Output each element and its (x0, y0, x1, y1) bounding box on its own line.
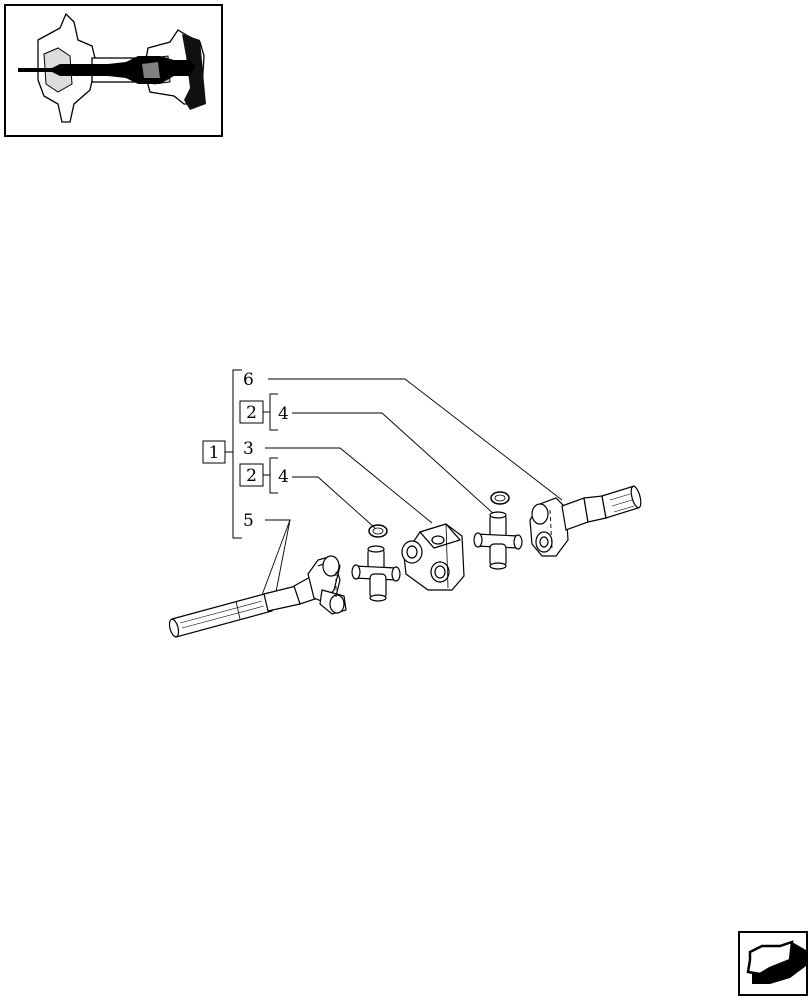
label-4-upper: 4 (278, 404, 289, 424)
inner-shaft (168, 575, 319, 638)
label-4-lower: 4 (278, 467, 289, 487)
label-5: 5 (243, 511, 254, 531)
inner-yoke (307, 555, 347, 615)
callout-brackets (225, 369, 278, 539)
exploded-shaft-assembly (168, 485, 642, 638)
label-2-upper: 2 (246, 403, 257, 423)
axle-assembly-thumbnail-icon[interactable] (4, 4, 223, 137)
leader-lines (261, 378, 563, 598)
spider-cross-upper (473, 511, 523, 570)
label-2-lower: 2 (246, 466, 257, 486)
next-page-arrow-icon[interactable] (738, 931, 808, 996)
outer-yoke (529, 497, 569, 557)
snap-ring-lower (368, 524, 388, 538)
callout-box-1: 1 (202, 440, 226, 464)
callout-box-2-upper: 2 (239, 400, 264, 424)
label-6: 6 (243, 370, 254, 390)
callout-box-2-lower: 2 (239, 463, 264, 487)
center-double-yoke (401, 523, 465, 591)
label-1: 1 (209, 443, 220, 463)
snap-ring-upper (490, 491, 510, 505)
outer-shaft (561, 485, 642, 531)
spider-cross-lower (351, 545, 401, 602)
label-3: 3 (243, 439, 254, 459)
